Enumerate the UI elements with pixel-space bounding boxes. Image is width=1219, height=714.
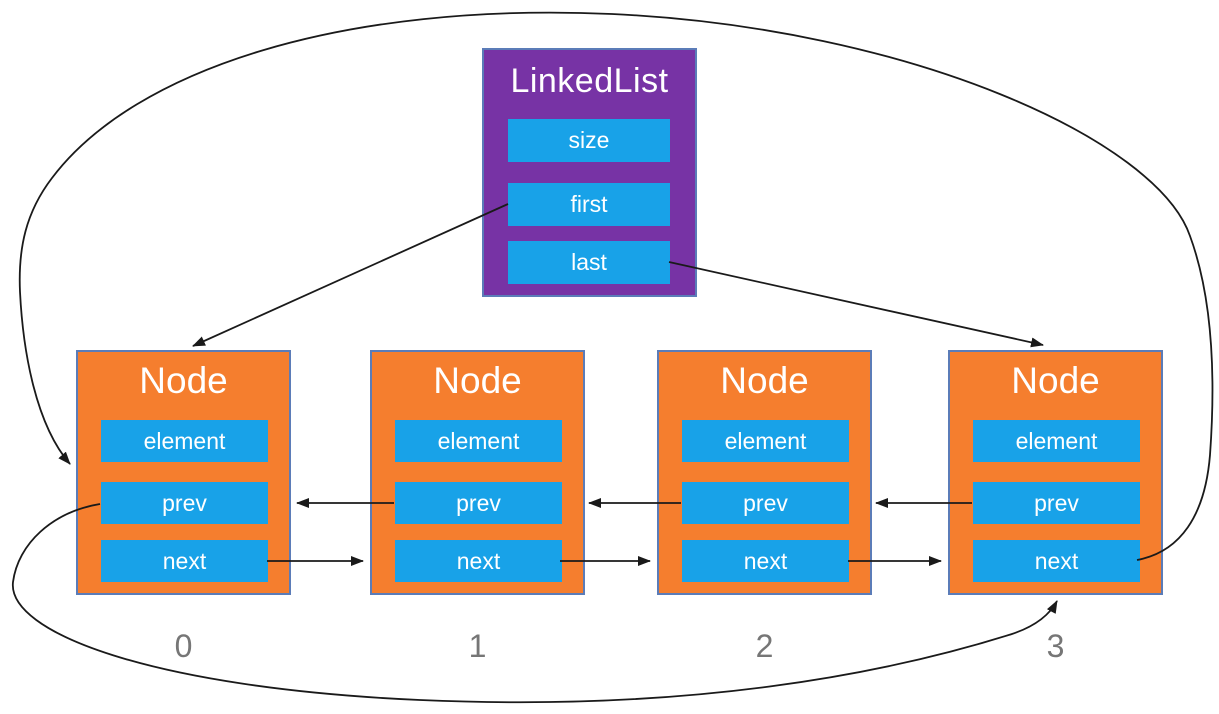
node-box-1: Node element prev next: [370, 350, 585, 595]
node0-title: Node: [139, 360, 228, 401]
node3-next-field: next: [973, 540, 1140, 582]
node3-title: Node: [1011, 360, 1100, 401]
linkedlist-first-field: first: [508, 183, 670, 226]
node0-element-field: element: [101, 420, 268, 462]
node-index-2: 2: [755, 628, 774, 664]
node2-title: Node: [720, 360, 809, 401]
node0-prev-field: prev: [101, 482, 268, 524]
node1-next-field: next: [395, 540, 562, 582]
linkedlist-last-field: last: [508, 241, 670, 284]
node2-element-field: element: [682, 420, 849, 462]
node1-element-field: element: [395, 420, 562, 462]
node3-prev-field: prev: [973, 482, 1140, 524]
node1-prev-field: prev: [395, 482, 562, 524]
arrow-last-to-node3: [668, 261, 1044, 348]
node-box-2: Node element prev next: [657, 350, 872, 595]
node1-title: Node: [433, 360, 522, 401]
linkedlist-title: LinkedList: [510, 62, 669, 100]
node-box-0: Node element prev next: [76, 350, 291, 595]
arrow-first-to-node0: [192, 203, 509, 347]
node2-next-field: next: [682, 540, 849, 582]
node-index-1: 1: [468, 628, 487, 664]
linkedlist-size-field: size: [508, 119, 670, 162]
node2-prev-field: prev: [682, 482, 849, 524]
node3-element-field: element: [973, 420, 1140, 462]
node-index-0: 0: [174, 628, 193, 664]
linkedlist-box: LinkedList size first last: [482, 48, 697, 297]
node0-next-field: next: [101, 540, 268, 582]
node-index-3: 3: [1046, 628, 1065, 664]
node-box-3: Node element prev next: [948, 350, 1163, 595]
